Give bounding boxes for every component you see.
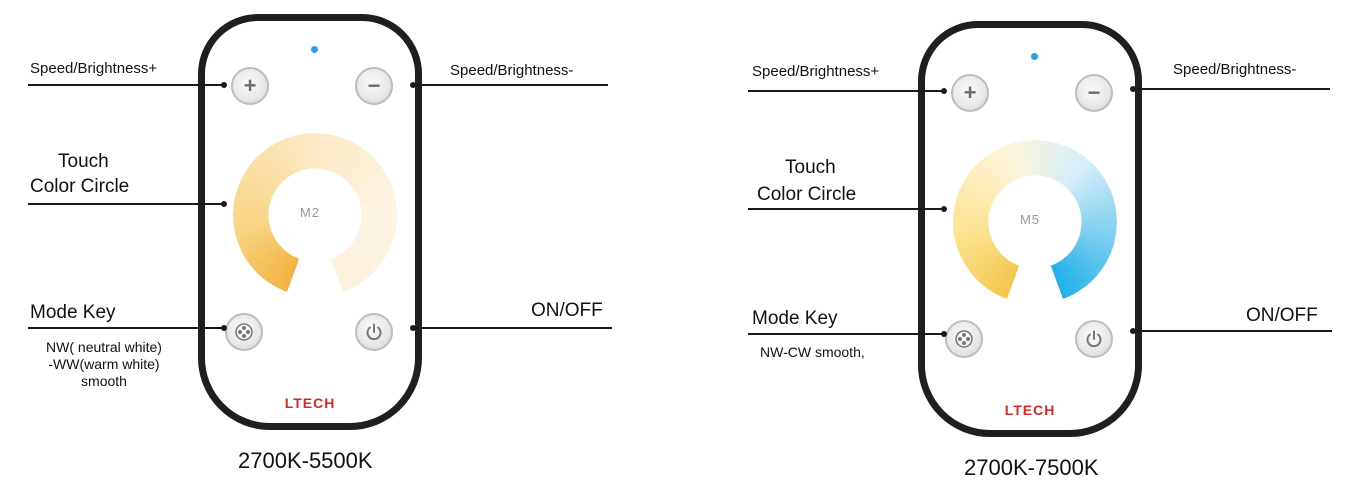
- callout-line: [28, 327, 224, 329]
- ring-gap: [303, 259, 329, 299]
- remote-panel-left: + − M2 LTECH Speed/Bright: [0, 0, 676, 480]
- brightness-down-button[interactable]: −: [1075, 74, 1113, 112]
- callout-line: [748, 90, 944, 92]
- plus-icon: +: [243, 73, 257, 98]
- label-touch: Touch: [785, 157, 836, 178]
- ring-gap: [1023, 266, 1049, 306]
- mode-note: NW-CW smooth,: [760, 344, 865, 360]
- remote-panel-right: + − M5 LTECH Speed/Bright: [676, 0, 1352, 480]
- label-mode-key: Mode Key: [30, 302, 116, 323]
- label-speed-up: Speed/Brightness+: [30, 60, 158, 77]
- callout-dot: [221, 82, 227, 88]
- mode-key-button[interactable]: [225, 313, 263, 351]
- callout-dot: [941, 331, 947, 337]
- mode-dots-icon: [235, 323, 253, 341]
- label-on-off: ON/OFF: [1246, 305, 1318, 326]
- brand-logo: LTECH: [284, 395, 336, 411]
- power-button[interactable]: [355, 313, 393, 351]
- mode-note-line: -WW(warm white): [48, 356, 160, 372]
- callout-line: [748, 208, 944, 210]
- label-speed-up: Speed/Brightness+: [752, 63, 880, 80]
- power-button[interactable]: [1075, 320, 1113, 358]
- minus-icon: −: [1087, 80, 1101, 105]
- callout-line: [414, 84, 608, 86]
- brightness-up-button[interactable]: +: [951, 74, 989, 112]
- power-icon: [1086, 330, 1102, 348]
- callout-dot: [1130, 328, 1136, 334]
- mode-key-button[interactable]: [945, 320, 983, 358]
- mode-dots-icon: [955, 330, 973, 348]
- mode-note: NW( neutral white) -WW(warm white) smoot…: [32, 339, 176, 390]
- label-color-circle: Color Circle: [757, 184, 857, 205]
- callout-line: [414, 327, 612, 329]
- remote-body: + − M2 LTECH: [198, 14, 422, 430]
- model-label: M2: [299, 205, 321, 220]
- mode-note-line: NW( neutral white): [46, 339, 162, 355]
- cct-range-caption: 2700K-5500K: [238, 448, 373, 473]
- label-mode-key: Mode Key: [752, 308, 838, 329]
- model-label: M5: [1019, 212, 1041, 227]
- remote-body: + − M5 LTECH: [918, 21, 1142, 437]
- label-color-circle: Color Circle: [30, 176, 130, 197]
- minus-icon: −: [367, 73, 381, 98]
- label-speed-down: Speed/Brightness-: [450, 62, 574, 79]
- callout-dot: [941, 88, 947, 94]
- callout-dot: [410, 82, 416, 88]
- callout-line: [1134, 330, 1332, 332]
- callout-line: [748, 333, 944, 335]
- callout-line: [28, 203, 224, 205]
- callout-dot: [941, 206, 947, 212]
- callout-dot: [410, 325, 416, 331]
- label-touch: Touch: [58, 151, 109, 172]
- label-speed-down: Speed/Brightness-: [1173, 61, 1297, 78]
- led-indicator: [1031, 53, 1038, 60]
- power-icon: [366, 323, 382, 341]
- brand-logo: LTECH: [1004, 402, 1056, 418]
- callout-dot: [221, 201, 227, 207]
- brightness-down-button[interactable]: −: [355, 67, 393, 105]
- label-on-off: ON/OFF: [531, 300, 603, 321]
- callout-line: [1134, 88, 1330, 90]
- plus-icon: +: [963, 80, 977, 105]
- callout-dot: [1130, 86, 1136, 92]
- mode-note-line: smooth: [81, 373, 127, 389]
- brightness-up-button[interactable]: +: [231, 67, 269, 105]
- led-indicator: [311, 46, 318, 53]
- cct-range-caption: 2700K-7500K: [964, 455, 1099, 480]
- callout-dot: [221, 325, 227, 331]
- callout-line: [28, 84, 224, 86]
